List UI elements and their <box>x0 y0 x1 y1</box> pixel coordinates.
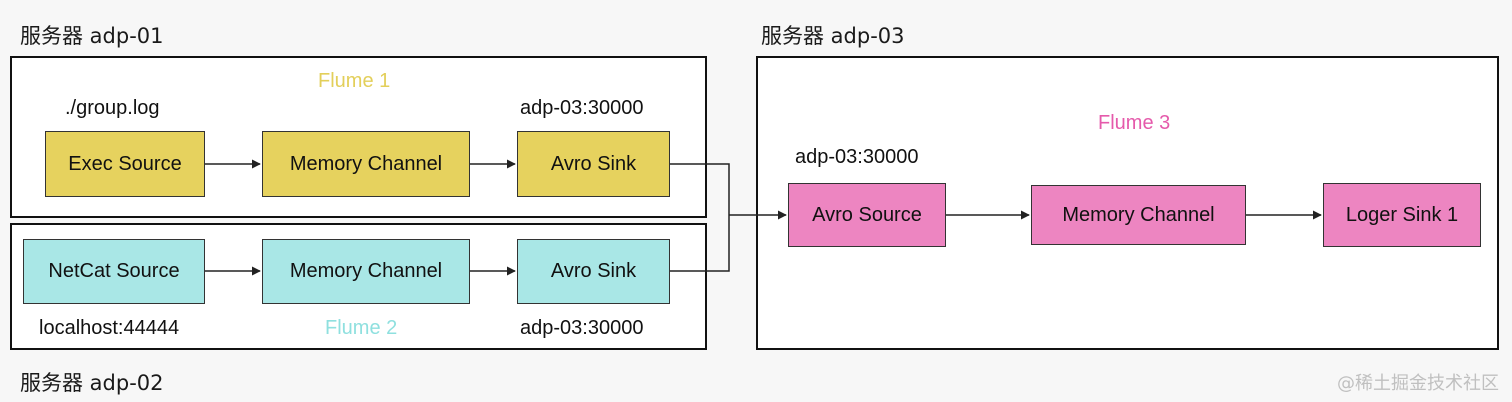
flume2-netcat-source[interactable]: NetCat Source <box>23 239 205 304</box>
server-label-adp-02: 服务器 adp-02 <box>20 371 164 395</box>
flume3-memory-channel[interactable]: Memory Channel <box>1031 185 1246 245</box>
flume2-sink-note: adp-03:30000 <box>520 317 644 339</box>
flume1-avro-sink[interactable]: Avro Sink <box>517 131 670 197</box>
flume1-memory-channel[interactable]: Memory Channel <box>262 131 470 197</box>
flume1-source-note: ./group.log <box>65 97 160 119</box>
flume3-label: Flume 3 <box>1098 112 1171 134</box>
flume2-source-note: localhost:44444 <box>39 317 180 339</box>
flume3-loger-sink[interactable]: Loger Sink 1 <box>1323 183 1481 247</box>
server-label-adp-03: 服务器 adp-03 <box>761 24 905 48</box>
flume1-exec-source[interactable]: Exec Source <box>45 131 205 197</box>
server-label-adp-01: 服务器 adp-01 <box>20 24 164 48</box>
watermark: @稀土掘金技术社区 <box>1337 373 1499 394</box>
flume2-label: Flume 2 <box>325 317 398 339</box>
flume1-label: Flume 1 <box>318 70 391 92</box>
flume2-avro-sink[interactable]: Avro Sink <box>517 239 670 304</box>
flume3-source-note: adp-03:30000 <box>795 146 919 168</box>
flume1-sink-note: adp-03:30000 <box>520 97 644 119</box>
flume3-avro-source[interactable]: Avro Source <box>788 183 946 247</box>
flume2-memory-channel[interactable]: Memory Channel <box>262 239 470 304</box>
